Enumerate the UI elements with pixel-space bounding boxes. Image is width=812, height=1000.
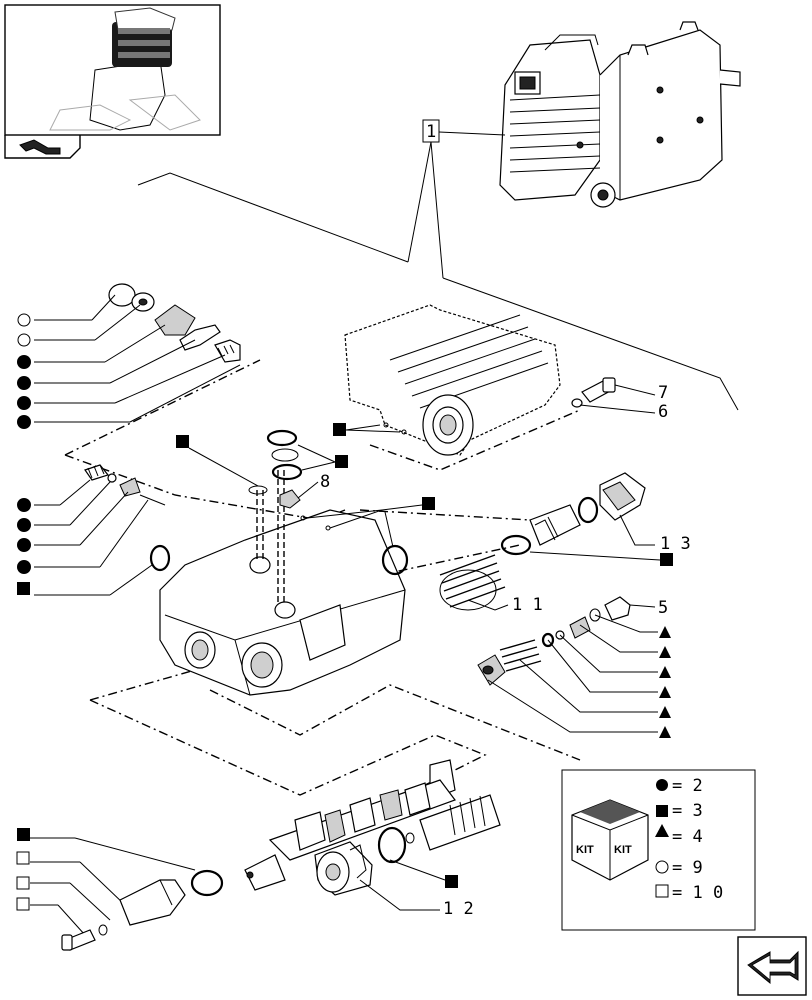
navigate-previous-icon[interactable] (19, 139, 61, 155)
callout-1[interactable]: 1 (407, 119, 506, 279)
callout-12: 1 2 (443, 899, 474, 919)
screw-7 (581, 377, 616, 403)
open-circle-marker (17, 313, 31, 327)
filled-circle-marker (17, 355, 31, 369)
legend-row-0: = 2 (672, 776, 703, 796)
part-13-group: 1 3 (500, 472, 691, 566)
left-callout-group-top (17, 294, 241, 429)
legend-row-3: = 9 (672, 858, 703, 878)
outline-line (442, 277, 739, 411)
filled-circle-marker (17, 415, 31, 429)
callout-13: 1 3 (660, 534, 691, 554)
legend-row-2: = 4 (672, 827, 703, 847)
part-5-group: 5 (477, 596, 671, 738)
callout-11: 1 1 (512, 595, 543, 615)
valve-assembly-illustration (499, 21, 741, 208)
valve-body (159, 509, 406, 696)
filled-circle-marker (17, 376, 31, 390)
navigate-next-button[interactable] (737, 936, 807, 996)
spool-right (377, 794, 501, 864)
legend-row-4: = 1 0 (672, 883, 723, 903)
left-callout-group-bottom (16, 828, 224, 951)
kit-legend: KIT KIT = 2 = 3 = 4 = 9 = 1 0 (561, 769, 756, 931)
navigate-next-icon (747, 950, 799, 985)
kit-word-right: KIT (614, 844, 632, 856)
legend-row-1: = 3 (672, 801, 703, 821)
washer-6 (571, 398, 583, 408)
callout-5: 5 (658, 598, 668, 618)
callout-1-label: 1 (426, 122, 436, 142)
thumbnail-panel[interactable] (4, 4, 221, 159)
upper-left-parts (108, 283, 241, 363)
open-circle-marker (17, 333, 31, 347)
plug-12: 1 2 (314, 841, 474, 919)
callout-8: 8 (320, 472, 330, 492)
filled-circle-marker (17, 396, 31, 410)
callout-7: 7 (658, 383, 668, 403)
thumbnail-tractor-image (49, 7, 201, 131)
kit-word-left: KIT (576, 844, 594, 856)
end-cover-housing (344, 304, 561, 456)
kit-box-icon: KIT KIT (571, 799, 649, 881)
left-callout-group-mid (17, 464, 171, 596)
spring-11: 1 1 (439, 554, 543, 615)
spool (244, 759, 456, 891)
callout-6: 6 (658, 402, 668, 422)
part-8-group: 8 (176, 429, 348, 509)
outline-line (137, 172, 409, 263)
